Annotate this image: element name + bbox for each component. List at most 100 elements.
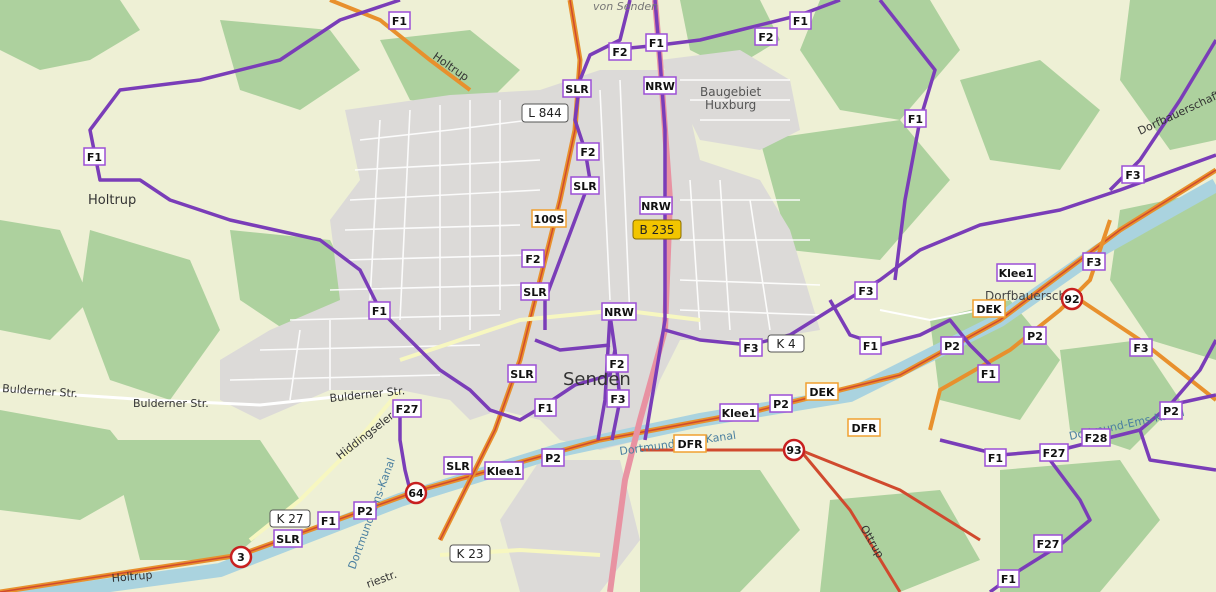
svg-text:64: 64	[408, 487, 424, 500]
svg-text:K 27: K 27	[277, 512, 304, 526]
place-labels: Holtrup Senden Baugebiet Huxburg Dorfbau…	[88, 0, 1082, 390]
route-label-f1: F1	[859, 336, 882, 355]
route-label-dek: DEK	[805, 382, 839, 401]
svg-text:F27: F27	[1043, 447, 1066, 460]
route-label-p2: P2	[940, 336, 964, 355]
svg-text:F1: F1	[908, 113, 923, 126]
svg-text:F1: F1	[538, 402, 553, 415]
route-label-slr: SLR	[562, 79, 592, 98]
route-label-klee1: Klee1	[719, 403, 759, 422]
route-label-f1: F1	[904, 109, 927, 128]
svg-text:DEK: DEK	[809, 386, 835, 399]
svg-text:DFR: DFR	[677, 438, 703, 451]
street-bulderner-west: Bulderner Str.	[2, 382, 78, 400]
road-shields: L 844 B 235 K 4 K 27 K 23 64 93 92 3	[229, 103, 1084, 569]
route-label-nrw: NRW	[643, 76, 677, 95]
route-label-f1: F1	[645, 33, 668, 52]
svg-text:F1: F1	[321, 515, 336, 528]
svg-text:K 23: K 23	[457, 547, 484, 561]
route-label-100s: 100S	[531, 209, 567, 228]
svg-text:Klee1: Klee1	[487, 465, 522, 478]
svg-text:SLR: SLR	[510, 368, 534, 381]
svg-text:F1: F1	[793, 15, 808, 28]
svg-text:F3: F3	[743, 342, 758, 355]
route-labels: F1 F1 F1 F1 F1 F1 F1 F1 F1 F1 F1 F1 F2 F…	[83, 11, 1183, 588]
svg-text:F2: F2	[525, 253, 540, 266]
route-label-f3: F3	[606, 389, 630, 408]
svg-text:92: 92	[1064, 293, 1079, 306]
shield-b235: B 235	[632, 219, 682, 240]
svg-text:F1: F1	[988, 452, 1003, 465]
route-label-p2: P2	[1159, 401, 1183, 420]
svg-text:F2: F2	[758, 31, 773, 44]
svg-text:NRW: NRW	[604, 306, 634, 319]
svg-text:F1: F1	[981, 368, 996, 381]
svg-text:F1: F1	[1001, 573, 1016, 586]
svg-text:SLR: SLR	[565, 83, 589, 96]
svg-text:P2: P2	[357, 505, 373, 518]
svg-text:SLR: SLR	[276, 533, 300, 546]
route-label-f1: F1	[997, 569, 1020, 588]
route-label-p2: P2	[1023, 326, 1047, 345]
svg-text:SLR: SLR	[573, 180, 597, 193]
route-label-f27: F27	[1039, 443, 1069, 462]
route-label-f2: F2	[576, 142, 600, 161]
route-label-p2: P2	[541, 448, 565, 467]
svg-text:F1: F1	[649, 37, 664, 50]
svg-text:SLR: SLR	[523, 286, 547, 299]
route-label-f3: F3	[854, 281, 878, 300]
svg-text:B 235: B 235	[640, 223, 675, 237]
route-label-klee1: Klee1	[996, 263, 1036, 282]
shield-64: 64	[404, 481, 428, 505]
svg-text:NRW: NRW	[641, 200, 671, 213]
route-label-f1: F1	[83, 147, 106, 166]
svg-text:NRW: NRW	[645, 80, 675, 93]
route-label-p2: P2	[353, 501, 377, 520]
route-label-f3: F3	[1082, 252, 1106, 271]
svg-text:F1: F1	[87, 151, 102, 164]
shield-k4: K 4	[767, 334, 805, 353]
route-label-slr: SLR	[507, 364, 537, 383]
street-grid	[229, 79, 821, 401]
route-label-f1: F1	[789, 11, 812, 30]
route-label-f1: F1	[368, 301, 391, 320]
place-baugebiet: Baugebiet	[700, 85, 762, 99]
route-label-nrw: NRW	[639, 196, 673, 215]
svg-text:F1: F1	[863, 340, 878, 353]
svg-text:F28: F28	[1085, 432, 1108, 445]
route-label-dek: DEK	[972, 299, 1006, 318]
svg-text:F2: F2	[612, 46, 627, 59]
route-label-f3: F3	[1129, 338, 1153, 357]
route-label-f1: F1	[317, 511, 340, 530]
route-label-f2: F2	[608, 42, 632, 61]
svg-text:100S: 100S	[534, 213, 565, 226]
route-label-f28: F28	[1081, 428, 1111, 447]
svg-text:F27: F27	[396, 403, 419, 416]
route-label-p2: P2	[769, 394, 793, 413]
route-label-f2: F2	[754, 27, 778, 46]
svg-text:F3: F3	[858, 285, 873, 298]
svg-text:P2: P2	[773, 398, 789, 411]
place-von-senden: von Senden	[593, 0, 658, 13]
route-label-f1: F1	[388, 11, 411, 30]
street-bulderner-mid: Bulderner Str.	[133, 397, 209, 410]
svg-text:P2: P2	[1163, 405, 1179, 418]
svg-text:Klee1: Klee1	[722, 407, 757, 420]
shield-92: 92	[1060, 287, 1084, 311]
svg-text:93: 93	[786, 444, 801, 457]
route-label-f2: F2	[521, 249, 545, 268]
route-label-slr: SLR	[273, 529, 303, 548]
shield-3: 3	[229, 545, 253, 569]
svg-text:F3: F3	[610, 393, 625, 406]
svg-text:F3: F3	[1086, 256, 1101, 269]
shield-l844: L 844	[521, 103, 569, 123]
svg-text:SLR: SLR	[446, 460, 470, 473]
svg-text:P2: P2	[944, 340, 960, 353]
svg-text:F2: F2	[609, 358, 624, 371]
svg-text:P2: P2	[1027, 330, 1043, 343]
svg-text:3: 3	[237, 551, 245, 564]
route-label-klee1: Klee1	[484, 461, 524, 480]
shield-93: 93	[782, 438, 806, 462]
svg-text:F2: F2	[580, 146, 595, 159]
